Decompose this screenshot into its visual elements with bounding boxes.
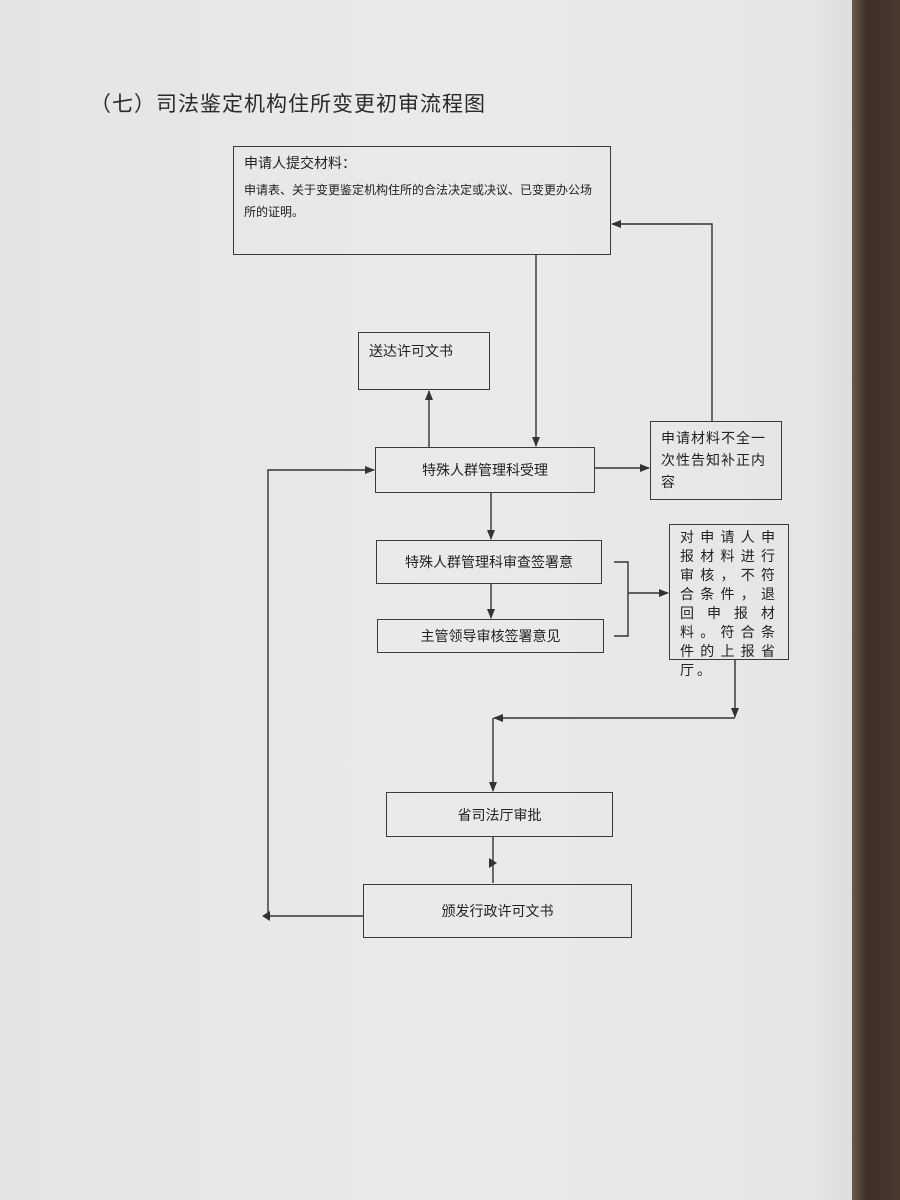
node-issue: 颁发行政许可文书 [363,884,632,938]
node-accept-label: 特殊人群管理科受理 [422,463,548,479]
bracket-review-leader [614,561,629,637]
node-audit: 对申请人申报材料进行审核，不符合条件，退回申报材料。符合条件的上报省厅。 [669,524,789,679]
node-review: 特殊人群管理科审查签署意 [376,540,602,584]
node-audit-label: 对申请人申报材料进行审核，不符合条件，退回申报材料。符合条件的上报省厅。 [680,530,778,679]
node-leader: 主管领导审核签署意见 [377,619,604,653]
node-incomplete: 申请材料不全一次性告知补正内容 [650,421,782,500]
node-submit-heading: 申请人提交材料： [244,156,356,172]
arrowhead-mid [489,858,497,868]
node-accept: 特殊人群管理科受理 [375,447,595,493]
node-incomplete-label: 申请材料不全一次性告知补正内容 [661,431,766,491]
desk-edge [852,0,900,1200]
node-province: 省司法厅审批 [386,792,613,837]
node-deliver: 送达许可文书 [358,332,490,390]
page-title: （七）司法鉴定机构住所变更初审流程图 [90,92,486,116]
arrowhead-left [262,911,270,921]
arrow-incomplete-submit [611,220,713,421]
node-submit-body: 申请表、关于变更鉴定机构住所的合法决定或决议、已变更办公场所的证明。 [244,183,593,219]
node-submit-materials: 申请人提交材料： 申请表、关于变更鉴定机构住所的合法决定或决议、已变更办公场所的… [233,146,611,255]
node-province-label: 省司法厅审批 [457,807,542,824]
node-leader-label: 主管领导审核签署意见 [420,629,561,645]
node-deliver-label: 送达许可文书 [369,344,453,360]
node-issue-label: 颁发行政许可文书 [441,904,554,920]
arrow-issue-accept [267,466,375,917]
node-review-label: 特殊人群管理科审查签署意 [405,555,573,571]
